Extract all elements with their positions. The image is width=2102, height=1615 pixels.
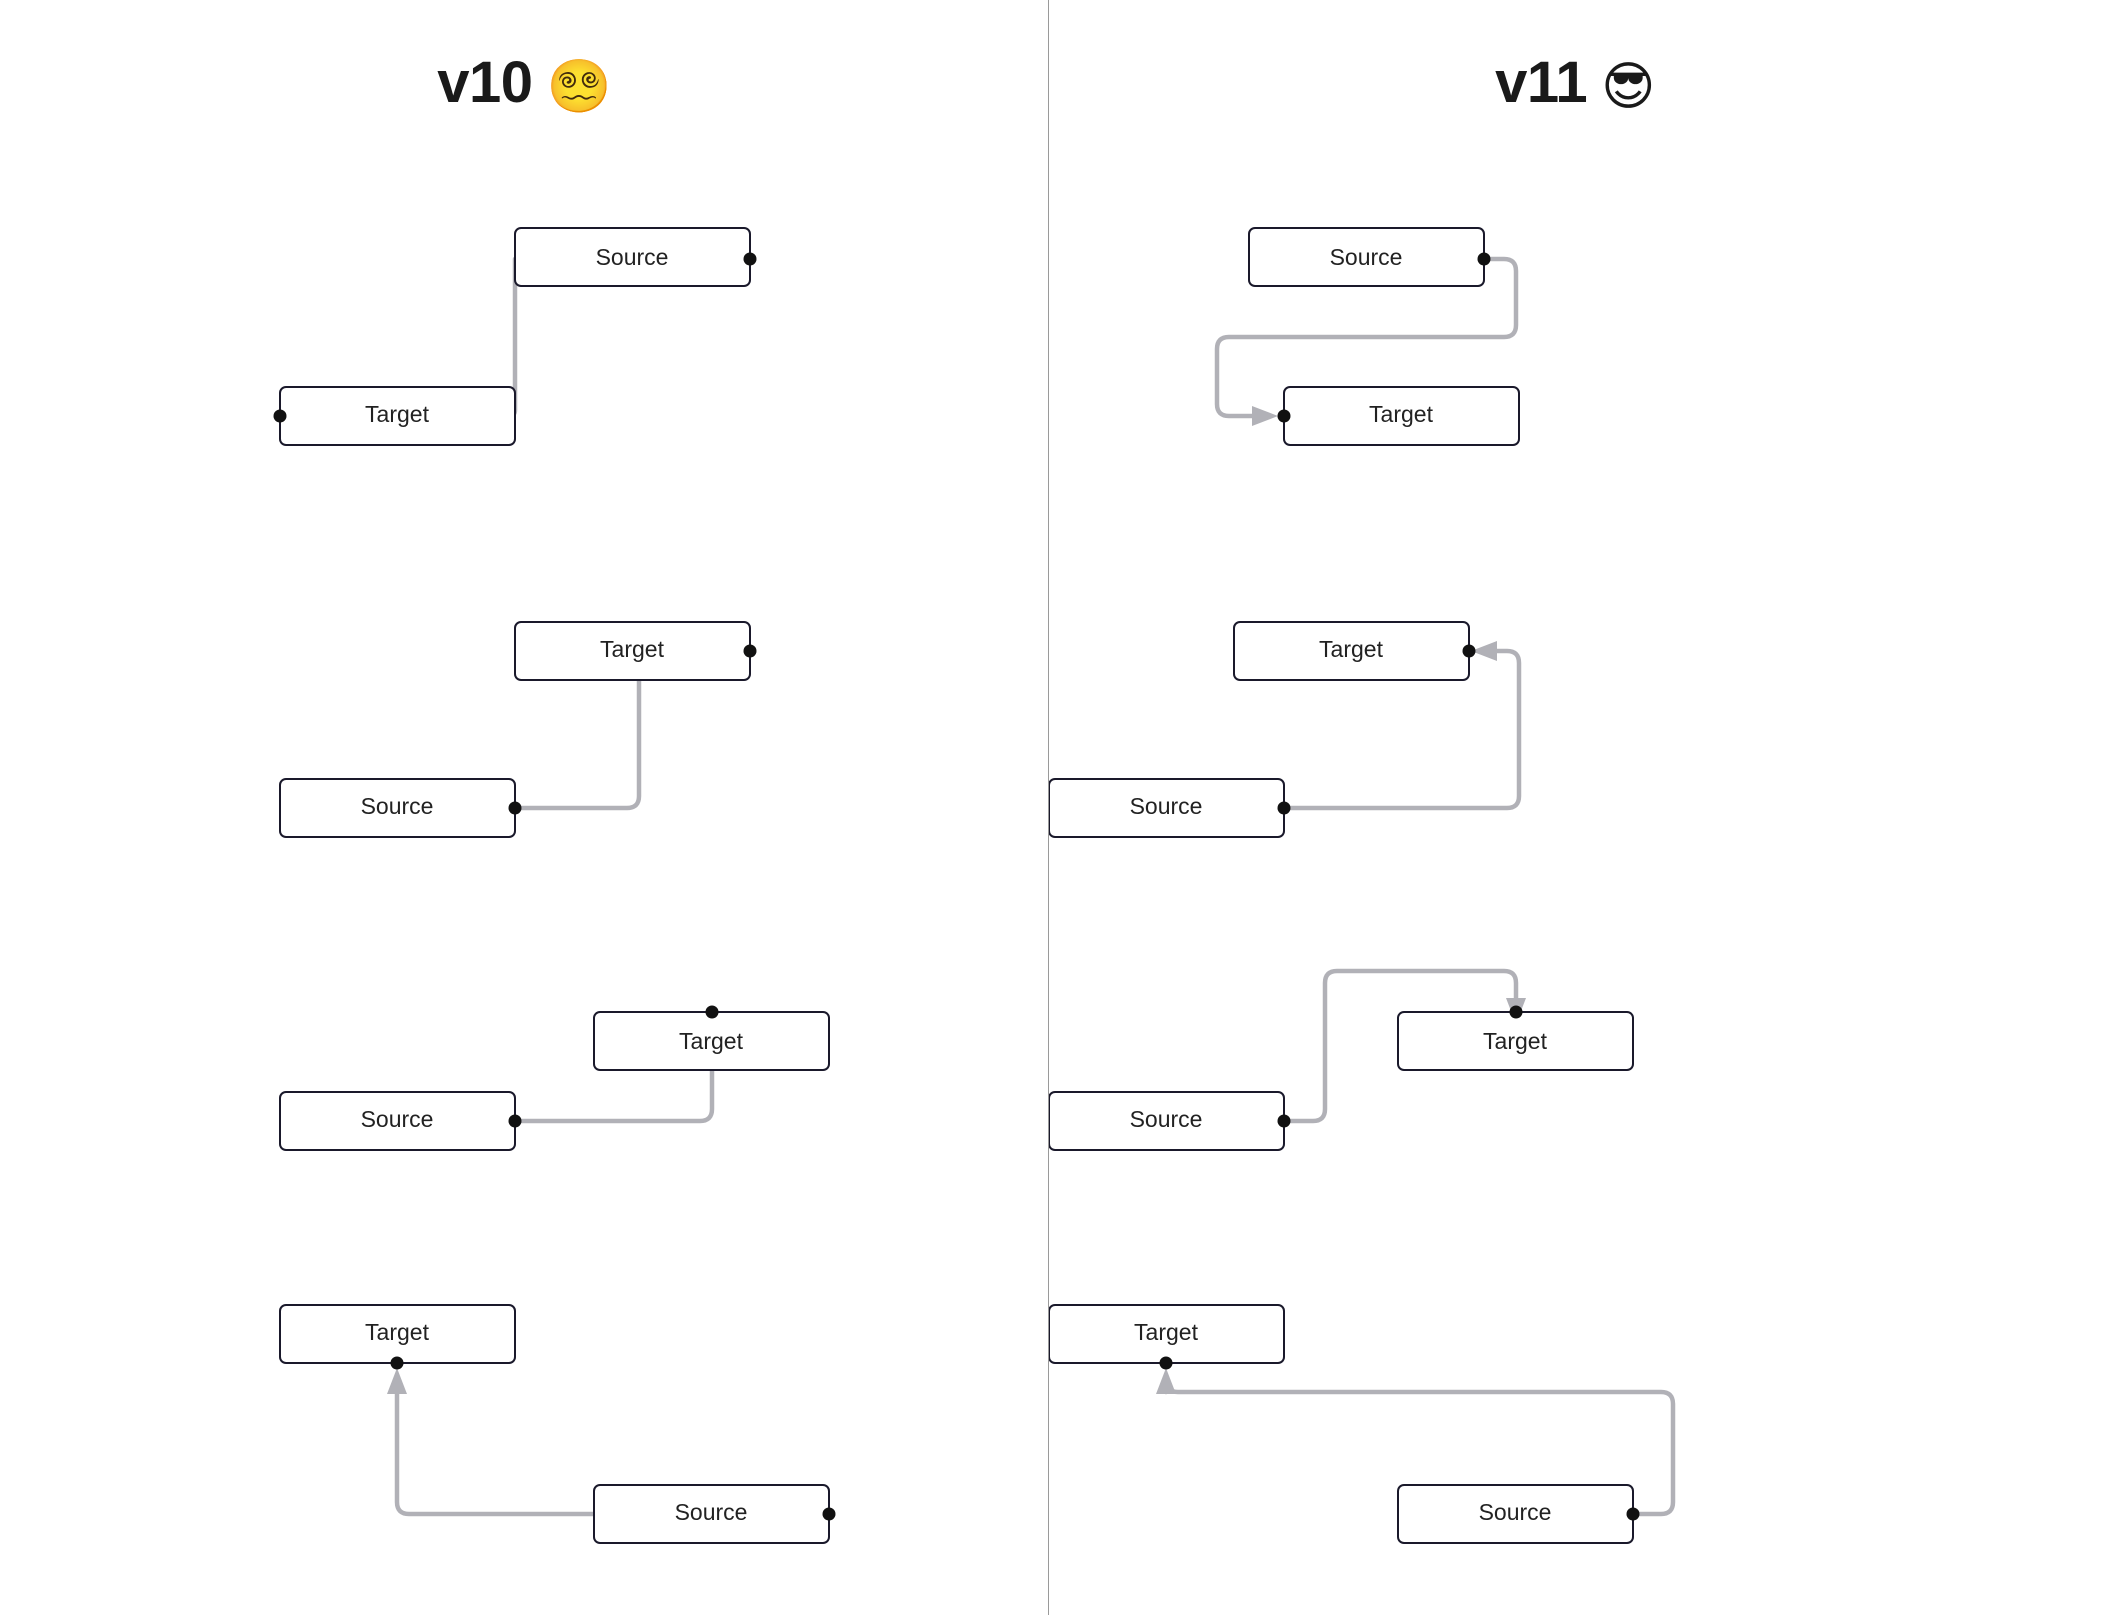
edge-arrowhead-up xyxy=(1156,1368,1176,1394)
v10-case-3: Target Source xyxy=(279,1005,830,1151)
node-source[interactable]: Source xyxy=(1048,778,1291,838)
node-source-label: Source xyxy=(361,793,434,819)
node-target[interactable]: Target xyxy=(1048,1304,1285,1370)
panel-title-text: v11 xyxy=(1495,50,1588,115)
edge-path xyxy=(1281,648,1522,811)
handle-source-right[interactable] xyxy=(743,252,757,266)
node-source-label: Source xyxy=(675,1499,748,1525)
panel-divider xyxy=(1048,0,1049,1615)
handle-source-right[interactable] xyxy=(1626,1507,1640,1521)
node-source-label: Source xyxy=(1130,793,1203,819)
handle-source-right[interactable] xyxy=(1277,801,1291,815)
node-source[interactable]: Source xyxy=(593,1484,836,1544)
node-target[interactable]: Target xyxy=(1277,386,1520,446)
handle-source-right[interactable] xyxy=(1277,1114,1291,1128)
handle-source-right[interactable] xyxy=(508,801,522,815)
edge-arrowhead-left xyxy=(1471,641,1497,661)
node-source[interactable]: Source xyxy=(279,1091,522,1151)
v11-case-2: Target Source xyxy=(1048,621,1522,838)
panel-title-text: v10 xyxy=(437,50,533,115)
node-target[interactable]: Target xyxy=(279,1304,516,1370)
node-source-label: Source xyxy=(1330,244,1403,270)
node-target-label: Target xyxy=(1369,401,1434,427)
edge-segment-outside xyxy=(512,1045,715,1124)
node-source-label: Source xyxy=(1130,1106,1203,1132)
node-source-label: Source xyxy=(596,244,669,270)
node-target[interactable]: Target xyxy=(593,1005,830,1071)
node-source[interactable]: Source xyxy=(514,227,757,287)
panel-v11: v11😎 Source Target xyxy=(1048,0,2102,1615)
handle-target-left[interactable] xyxy=(1277,409,1291,423)
v11-case-3: Target Source xyxy=(1048,968,1634,1151)
handle-source-right[interactable] xyxy=(1477,252,1491,266)
node-target[interactable]: Target xyxy=(1233,621,1476,681)
node-source-label: Source xyxy=(1479,1499,1552,1525)
handle-source-right[interactable] xyxy=(822,1507,836,1521)
node-source[interactable]: Source xyxy=(1397,1484,1640,1544)
node-target[interactable]: Target xyxy=(514,621,757,681)
handle-target-bottom[interactable] xyxy=(390,1356,404,1370)
node-target-label: Target xyxy=(679,1028,744,1054)
edge-segment-outside xyxy=(394,1389,603,1517)
panel-title-v11: v11😎 xyxy=(1048,54,2102,116)
node-target-label: Target xyxy=(1319,636,1384,662)
v10-case-1: Source Target xyxy=(273,227,757,446)
edge-path xyxy=(1214,256,1519,419)
panel-title-v10: v10😵‍💫 xyxy=(0,54,1048,116)
node-target-label: Target xyxy=(600,636,665,662)
smiling-face-with-sunglasses-icon: 😎 xyxy=(1601,58,1655,116)
diagram-canvas-v10: Source Target Target xyxy=(273,227,836,1544)
v11-case-4: Target Source xyxy=(1048,1304,1676,1544)
v11-case-1: Source Target xyxy=(1214,227,1520,446)
edge-arrowhead-up xyxy=(387,1368,407,1394)
face-with-spiral-eyes-icon: 😵‍💫 xyxy=(546,58,612,116)
node-target-label: Target xyxy=(1483,1028,1548,1054)
handle-source-right[interactable] xyxy=(508,1114,522,1128)
node-source[interactable]: Source xyxy=(1248,227,1491,287)
diagram-canvas-v11: Source Target Target xyxy=(1048,227,1676,1544)
node-source-label: Source xyxy=(361,1106,434,1132)
handle-target-top[interactable] xyxy=(1509,1005,1523,1019)
node-target[interactable]: Target xyxy=(273,386,516,446)
handle-target-top[interactable] xyxy=(705,1005,719,1019)
edge-arrowhead-right xyxy=(1252,406,1278,426)
handle-target-right[interactable] xyxy=(743,644,757,658)
panel-v10: v10😵‍💫 Source Target xyxy=(0,0,1048,1615)
handle-target-right[interactable] xyxy=(1462,644,1476,658)
v10-case-2: Target Source xyxy=(279,621,757,838)
handle-target-left[interactable] xyxy=(273,409,287,423)
edge-segment-outside xyxy=(512,657,642,811)
edge-path xyxy=(1281,968,1519,1124)
node-target-label: Target xyxy=(1134,1319,1199,1345)
v10-case-4: Target Source xyxy=(279,1304,836,1544)
node-source[interactable]: Source xyxy=(279,778,522,838)
handle-target-bottom[interactable] xyxy=(1159,1356,1173,1370)
node-target-label: Target xyxy=(365,1319,430,1345)
node-source[interactable]: Source xyxy=(1048,1091,1291,1151)
node-target-label: Target xyxy=(365,401,430,427)
node-target[interactable]: Target xyxy=(1397,1005,1634,1071)
